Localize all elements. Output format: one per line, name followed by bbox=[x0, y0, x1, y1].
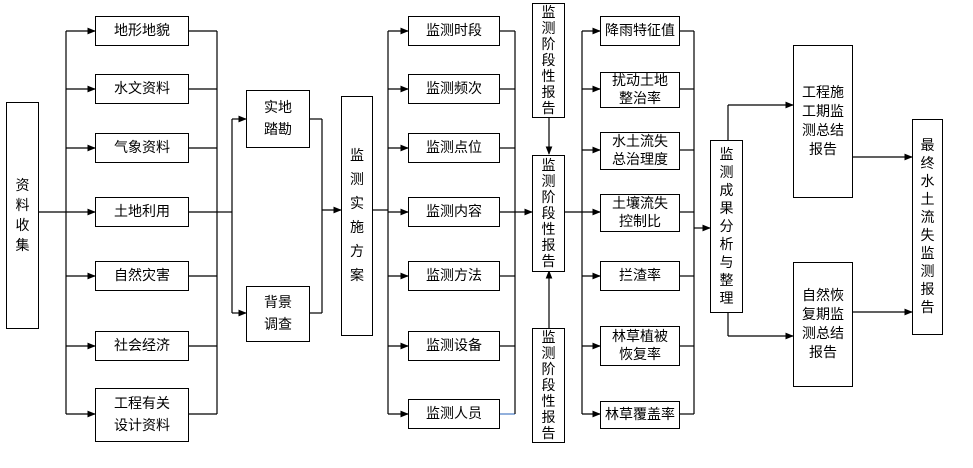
source-label: 自然灾害 bbox=[114, 268, 170, 284]
recovery-summary-box: 自然恢复期监测总结报告 bbox=[793, 262, 853, 387]
source-box-socio-economic: 社会经济 bbox=[95, 331, 189, 361]
stage-report-box-middle: 监测阶段性报告 bbox=[532, 155, 565, 272]
source-box-land-use: 土地利用 bbox=[95, 197, 189, 227]
source-label: 社会经济 bbox=[114, 338, 170, 354]
final-report-box: 最终水土流失监测报告 bbox=[912, 119, 943, 335]
source-box-design-data: 工程有关设计资料 bbox=[95, 388, 189, 442]
indicator-label: 扰动土地整治率 bbox=[612, 73, 668, 107]
source-label: 气象资料 bbox=[114, 140, 170, 156]
source-box-hydrology: 水文资料 bbox=[95, 74, 189, 104]
indicator-label: 林草覆盖率 bbox=[605, 407, 675, 423]
indicator-soil-loss-ratio: 土壤流失控制比 bbox=[600, 194, 680, 232]
recovery-summary-label: 自然恢复期监测总结报告 bbox=[802, 287, 844, 361]
monitor-item-equipment: 监测设备 bbox=[408, 331, 500, 361]
data-collection-label: 资料收集 bbox=[15, 177, 30, 254]
monitor-item-frequency: 监测频次 bbox=[408, 74, 500, 104]
monitor-item-label: 监测设备 bbox=[426, 338, 482, 354]
indicator-vegetation-coverage: 林草覆盖率 bbox=[600, 401, 680, 429]
monitoring-plan-box: 监测实施方案 bbox=[341, 96, 373, 336]
monitor-item-label: 监测人员 bbox=[426, 406, 482, 422]
indicator-disturbed-land-remediation: 扰动土地整治率 bbox=[600, 72, 680, 108]
source-box-meteorology: 气象资料 bbox=[95, 133, 189, 163]
source-box-terrain: 地形地貌 bbox=[95, 16, 189, 46]
monitor-item-content: 监测内容 bbox=[408, 197, 500, 227]
construction-summary-label: 工程施工期监测总结报告 bbox=[802, 84, 844, 158]
stage-report-label: 监测阶段性报告 bbox=[541, 157, 556, 270]
indicator-label: 降雨特征值 bbox=[605, 23, 675, 39]
stage-report-label: 监测阶段性报告 bbox=[541, 4, 556, 117]
monitor-item-points: 监测点位 bbox=[408, 133, 500, 163]
indicator-erosion-control: 水土流失总治理度 bbox=[600, 132, 680, 170]
source-box-natural-disaster: 自然灾害 bbox=[95, 261, 189, 291]
stage-report-box-bottom: 监测阶段性报告 bbox=[532, 328, 565, 443]
indicator-slag-retention: 拦渣率 bbox=[600, 261, 680, 291]
data-collection-box: 资料收集 bbox=[6, 102, 39, 329]
background-survey-box: 背景调查 bbox=[246, 286, 310, 342]
construction-summary-box: 工程施工期监测总结报告 bbox=[793, 45, 853, 198]
source-label: 水文资料 bbox=[114, 81, 170, 97]
monitor-item-method: 监测方法 bbox=[408, 261, 500, 291]
background-survey-label: 背景调查 bbox=[264, 295, 292, 333]
indicator-rainfall: 降雨特征值 bbox=[600, 16, 680, 46]
monitor-item-label: 监测内容 bbox=[426, 204, 482, 220]
stage-report-label: 监测阶段性报告 bbox=[541, 329, 556, 442]
site-survey-label: 实地踏勘 bbox=[264, 100, 292, 138]
indicator-label: 水土流失总治理度 bbox=[612, 134, 668, 168]
stage-report-box-top: 监测阶段性报告 bbox=[532, 3, 565, 118]
indicator-label: 拦渣率 bbox=[619, 268, 661, 284]
indicator-label: 林草植被恢复率 bbox=[612, 329, 668, 363]
indicator-vegetation-restoration: 林草植被恢复率 bbox=[600, 326, 680, 366]
analysis-box: 监测成果分析与整理 bbox=[710, 140, 743, 313]
site-survey-box: 实地踏勘 bbox=[246, 90, 310, 148]
monitoring-plan-label: 监测实施方案 bbox=[350, 148, 364, 284]
monitor-item-label: 监测频次 bbox=[426, 81, 482, 97]
monitor-item-label: 监测方法 bbox=[426, 268, 482, 284]
indicator-label: 土壤流失控制比 bbox=[612, 196, 668, 230]
monitor-item-period: 监测时段 bbox=[408, 16, 500, 46]
source-label: 土地利用 bbox=[114, 204, 170, 220]
monitor-item-personnel: 监测人员 bbox=[408, 399, 500, 429]
final-report-label: 最终水土流失监测报告 bbox=[920, 138, 935, 316]
source-label: 地形地貌 bbox=[114, 23, 170, 39]
monitor-item-label: 监测点位 bbox=[426, 140, 482, 156]
source-label: 工程有关设计资料 bbox=[114, 396, 170, 434]
monitor-item-label: 监测时段 bbox=[426, 23, 482, 39]
analysis-label: 监测成果分析与整理 bbox=[719, 146, 734, 307]
